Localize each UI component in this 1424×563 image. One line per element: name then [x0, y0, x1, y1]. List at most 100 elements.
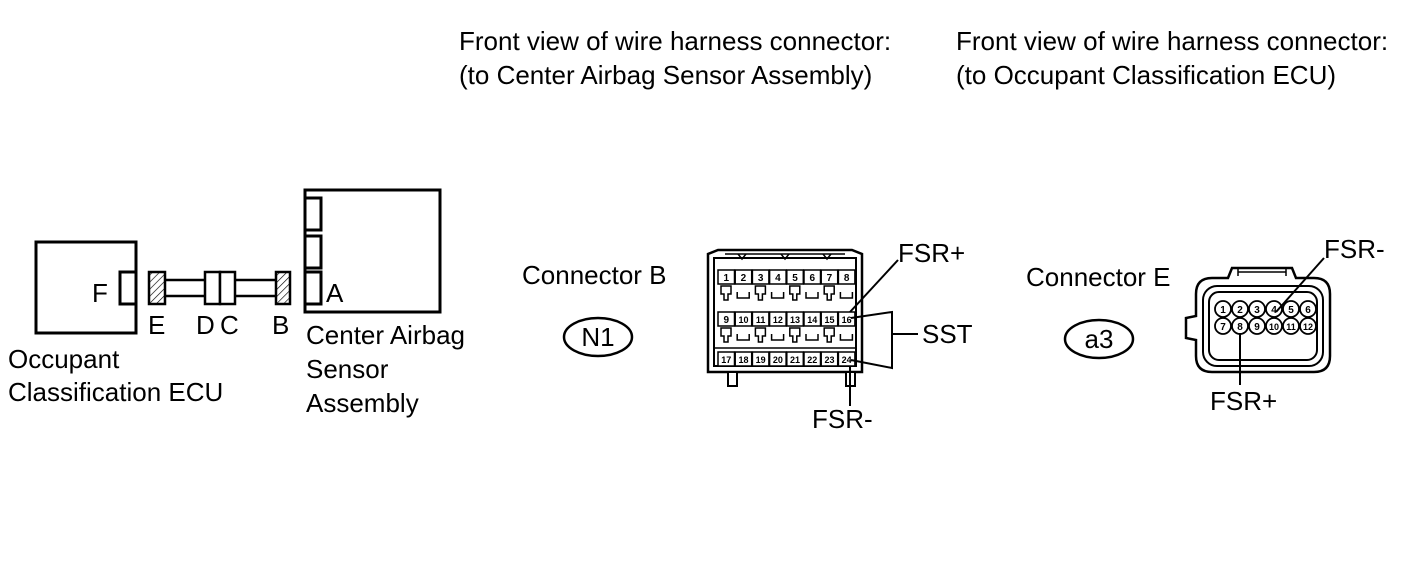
- connector-b-pin-label: 14: [807, 315, 817, 325]
- connector-e-pin-label: 11: [1286, 322, 1296, 332]
- joint-label-d: D: [196, 310, 215, 340]
- connector-e-pin-cell: [1282, 300, 1300, 318]
- ecu-label-line2: Classification ECU: [8, 377, 223, 407]
- connector-e-pin-label: 8: [1237, 322, 1243, 333]
- connector-b-pin-label: 24: [842, 355, 852, 365]
- connector-b-terminal: [789, 285, 801, 301]
- joint-label-c: C: [220, 310, 239, 340]
- heading-connector-b-line2: (to Center Airbag Sensor Assembly): [459, 60, 872, 90]
- joint-label-b: B: [272, 310, 289, 340]
- center-airbag-sensor-box: [303, 188, 442, 314]
- connector-b-pin-label: 12: [773, 315, 783, 325]
- connector-b-terminal: [736, 334, 750, 341]
- connector-b-pin-label: 7: [827, 273, 833, 284]
- heading-connector-e-line2: (to Occupant Classification ECU): [956, 60, 1336, 90]
- ecu-connector-f: [118, 270, 138, 306]
- connector-b-pin-label: 19: [756, 355, 766, 365]
- connector-e-pin-cell: [1299, 317, 1317, 335]
- connector-b-terminal: [839, 292, 854, 299]
- connector-e-fsr-plus: FSR+: [1210, 386, 1277, 416]
- connector-b-terminal: [770, 334, 785, 341]
- connector-b-pin-label: 3: [758, 273, 764, 284]
- joint-d-connector: [203, 270, 222, 306]
- connector-b-sst: SST: [922, 319, 973, 349]
- connector-e-title: Connector E: [1026, 262, 1171, 292]
- connector-e-pin-cell: [1231, 300, 1249, 318]
- connector-e-pin-label: 2: [1237, 305, 1243, 316]
- connector-b-pin-label: 10: [738, 315, 748, 325]
- sensor-connector-a: [303, 270, 323, 306]
- connector-b-pin-label: 21: [790, 355, 800, 365]
- sensor-label-line1: Center Airbag: [306, 320, 465, 350]
- connector-b-pin-label: 13: [790, 315, 800, 325]
- sst-probe: [850, 310, 893, 370]
- joint-c-connector: [218, 270, 237, 306]
- connector-b-pin-label: 11: [756, 315, 766, 325]
- connector-e-code: a3: [1085, 324, 1114, 354]
- joint-e-connector: [147, 270, 167, 306]
- connector-b-terminal: [736, 292, 750, 299]
- connector-b-pin-label: 15: [824, 315, 834, 325]
- connector-e-pin-cell: [1265, 300, 1283, 318]
- connector-b-code-badge: [562, 316, 634, 358]
- connector-b-fsr-plus: FSR+: [898, 238, 965, 268]
- connector-b-pin-label: 17: [721, 355, 731, 365]
- connector-e-pin-cell: [1299, 300, 1317, 318]
- connector-b-pin-label: 8: [844, 273, 850, 284]
- sensor-label-line3: Assembly: [306, 388, 419, 418]
- connector-b-code: N1: [581, 322, 614, 352]
- connector-b-pin-label: 16: [842, 315, 852, 325]
- connector-b-pin-label: 4: [775, 273, 781, 284]
- connector-b-pin-label: 18: [738, 355, 748, 365]
- connector-b-pin-label: 9: [723, 315, 729, 326]
- connector-b-title: Connector B: [522, 260, 667, 290]
- connector-e-pin-cell: [1248, 300, 1266, 318]
- connector-b-terminal: [805, 292, 819, 299]
- connector-b-terminal: [823, 285, 835, 301]
- connector-e-pin-label: 3: [1254, 305, 1260, 316]
- connector-b-terminal: [720, 327, 732, 343]
- sensor-letter-a: A: [326, 278, 344, 308]
- connector-e-pin-cell: [1248, 317, 1266, 335]
- connector-b-terminal: [789, 327, 801, 343]
- connector-b-terminal: [805, 334, 819, 341]
- connector-b-pin-label: 6: [809, 273, 815, 284]
- joint-label-e: E: [148, 310, 165, 340]
- connector-b-pin-cell: [837, 269, 856, 285]
- connector-e-fsr-minus: FSR-: [1324, 234, 1385, 264]
- connector-e-pin-label: 9: [1254, 322, 1260, 333]
- ecu-label-line1: Occupant: [8, 344, 120, 374]
- connector-b-terminal: [754, 285, 767, 301]
- fsr-minus-leader-e: [1275, 257, 1325, 313]
- connector-b-pin-label: 5: [792, 273, 798, 284]
- heading-connector-b-line1: Front view of wire harness connector:: [459, 26, 891, 56]
- connector-e-pin-label: 1: [1220, 305, 1226, 316]
- connector-b-pin-label: 20: [773, 355, 783, 365]
- connector-e-code-badge: [1063, 318, 1135, 360]
- connector-b-pin-label: 22: [807, 355, 817, 365]
- connector-b-terminal: [720, 285, 732, 301]
- ecu-letter-f: F: [92, 278, 108, 308]
- connector-e-pin-cell: [1214, 317, 1232, 335]
- connector-b-terminal: [754, 327, 767, 343]
- connector-b-terminals: [720, 285, 854, 343]
- connector-e-pin-label: 5: [1288, 305, 1294, 316]
- connector-b-terminal: [823, 327, 835, 343]
- connector-b-pin-label: 23: [824, 355, 834, 365]
- connector-e-pin-label: 7: [1220, 322, 1226, 333]
- heading-connector-e-line1: Front view of wire harness connector:: [956, 26, 1388, 56]
- connector-e-pin-label: 6: [1305, 305, 1311, 316]
- connector-e-pin-label: 4: [1271, 305, 1277, 316]
- connector-e-pin-cell: [1214, 300, 1232, 318]
- connector-e-pin-label: 12: [1303, 322, 1313, 332]
- connector-b-fsr-minus: FSR-: [812, 404, 873, 434]
- sensor-label-line2: Sensor: [306, 354, 389, 384]
- connector-e-pin-label: 10: [1269, 322, 1279, 332]
- connector-e-pin-cell: [1265, 317, 1283, 335]
- connector-b-terminal: [770, 292, 785, 299]
- joint-b-connector: [274, 270, 292, 306]
